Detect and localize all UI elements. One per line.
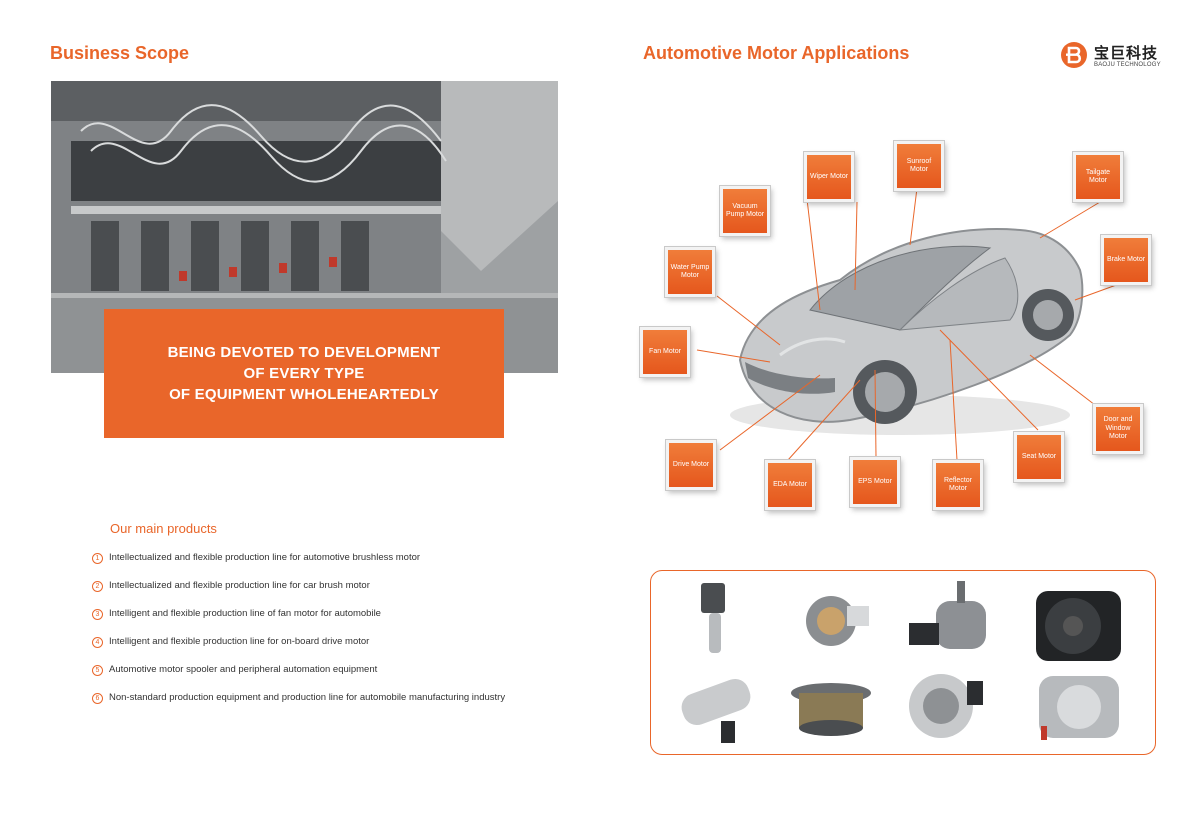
- logo-mark-icon: [1061, 42, 1087, 68]
- motor-image: [909, 674, 983, 738]
- brake-motor-label: Brake Motor: [1101, 235, 1151, 285]
- list-item: 6 Non-standard production equipment and p…: [92, 692, 505, 720]
- slogan-line-2: OF EVERY TYPE: [243, 365, 365, 382]
- item-number: 2: [92, 581, 103, 592]
- water-pump-motor-label: Water Pump Motor: [665, 247, 715, 297]
- sunroof-motor-label: Sunroof Motor: [894, 141, 944, 191]
- motor-products-panel: [650, 570, 1156, 755]
- item-text: Non-standard production equipment and pr…: [109, 692, 506, 703]
- list-item: 5 Automotive motor spooler and peripheral…: [92, 664, 505, 692]
- slogan-banner: BEING DEVOTED TO DEVELOPMENT OF EVERY TY…: [104, 309, 504, 438]
- motor-applications-title: Automotive Motor Applications: [643, 43, 910, 63]
- motor-image: [909, 581, 986, 649]
- list-item: 1 Intellectualized and flexible productio…: [92, 552, 505, 580]
- item-number: 5: [92, 665, 103, 676]
- motor-image: [1036, 591, 1121, 661]
- motor-image: [701, 583, 725, 653]
- tailgate-motor-label: Tailgate Motor: [1073, 152, 1123, 202]
- item-text: Intellectualized and flexible production…: [109, 580, 370, 591]
- motor-image: [791, 683, 871, 736]
- item-number: 4: [92, 637, 103, 648]
- wiper-motor-label: Wiper Motor: [804, 152, 854, 202]
- item-text: Intelligent and flexible production line…: [109, 636, 370, 647]
- motor-diagram: Wiper Motor Sunroof Motor Tailgate Motor…: [630, 130, 1190, 530]
- logo-english-name: BAOJU TECHNOLOGY: [1094, 62, 1161, 68]
- motor-image: [681, 678, 751, 743]
- drive-motor-label: Drive Motor: [666, 440, 716, 490]
- fan-motor-label: Fan Motor: [640, 327, 690, 377]
- item-text: Intelligent and flexible production line…: [109, 608, 381, 619]
- motor-image: [806, 596, 869, 646]
- item-number: 3: [92, 609, 103, 620]
- logo-chinese-name: 宝巨科技: [1094, 45, 1159, 62]
- door-window-motor-label: Door and Window Motor: [1093, 404, 1143, 454]
- item-number: 6: [92, 693, 103, 704]
- list-item: 3 Intelligent and flexible production lin…: [92, 608, 505, 636]
- seat-motor-label: Seat Motor: [1014, 432, 1064, 482]
- list-item: 4 Intelligent and flexible production lin…: [92, 636, 505, 664]
- vacuum-pump-motor-label: Vacuum Pump Motor: [720, 186, 770, 236]
- item-number: 1: [92, 553, 103, 564]
- reflector-motor-label: Reflector Motor: [933, 460, 983, 510]
- products-heading: Our main products: [110, 521, 217, 536]
- list-item: 2 Intellectualized and flexible productio…: [92, 580, 505, 608]
- item-text: Intellectualized and flexible production…: [109, 552, 421, 563]
- business-scope-title: Business Scope: [50, 43, 190, 63]
- car-illustration: [730, 228, 1084, 435]
- slogan-line-1: BEING DEVOTED TO DEVELOPMENT: [167, 344, 441, 361]
- slogan-line-3: OF EQUIPMENT WHOLEHEARTEDLY: [169, 386, 439, 403]
- eda-motor-label: EDA Motor: [765, 460, 815, 510]
- eps-motor-label: EPS Motor: [850, 457, 900, 507]
- item-text: Automotive motor spooler and peripheral …: [109, 664, 378, 675]
- motor-image: [1039, 676, 1119, 740]
- company-logo: 宝巨科技 BAOJU TECHNOLOGY: [1060, 40, 1180, 74]
